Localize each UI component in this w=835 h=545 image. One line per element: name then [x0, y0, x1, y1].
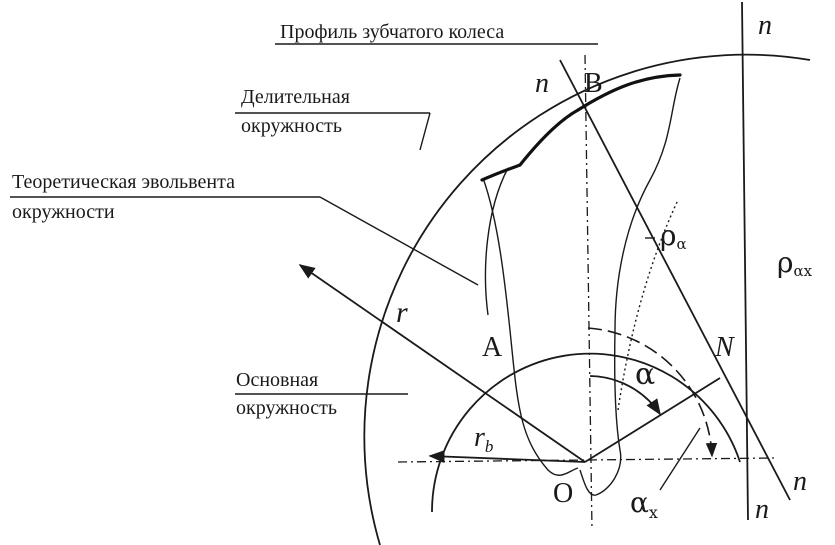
right-n-line — [741, 1, 749, 521]
point-B: B — [584, 68, 603, 99]
horizontal-axis — [397, 457, 776, 463]
leader-alpha-x — [659, 427, 701, 491]
involute-label-2: окружности — [12, 201, 115, 223]
leader-involute — [319, 196, 479, 286]
r-label: r — [396, 296, 408, 329]
rb-label: rb — [474, 422, 493, 456]
theoretical-involute-left — [484, 167, 509, 316]
radius-r — [298, 264, 586, 463]
base-label-1: Основная — [236, 369, 318, 391]
leader-pitch — [419, 112, 431, 151]
base-circle-arc — [431, 352, 741, 513]
point-N: N — [714, 332, 735, 363]
alpha-label: α — [635, 357, 655, 392]
pitch-circle-arc — [363, 53, 811, 545]
n-top-right: n — [758, 10, 772, 41]
tooth-left-top — [480, 108, 580, 182]
alpha-x-arc — [587, 327, 718, 458]
involute-label-1: Теоретическая эвольвента — [12, 171, 235, 193]
tooth-tip-arc — [576, 73, 682, 112]
title-label: Профиль зубчатого колеса — [280, 21, 504, 43]
tooth-right-flank — [579, 77, 681, 496]
vertical-axis — [584, 54, 593, 531]
n-bottom-right: n — [793, 466, 807, 497]
radius-rb — [428, 450, 586, 464]
pitch-label-1: Делительная — [241, 86, 350, 108]
point-A: A — [482, 332, 503, 363]
rho-alpha-label: ρα — [660, 219, 687, 253]
alpha-arc — [589, 375, 661, 416]
n-top-left: n — [535, 68, 549, 99]
alpha-x-label: αx — [630, 486, 658, 522]
tangent-line-O-N — [584, 377, 721, 463]
rho-alphax-label: ραx — [777, 246, 813, 280]
base-label-2: окружность — [236, 397, 337, 419]
line-of-action — [559, 59, 791, 501]
tooth-left-flank — [482, 177, 579, 476]
n-bottom: n — [755, 494, 769, 525]
pitch-label-2: окружность — [241, 115, 342, 137]
point-O: O — [553, 478, 573, 509]
involute-right — [617, 199, 679, 411]
